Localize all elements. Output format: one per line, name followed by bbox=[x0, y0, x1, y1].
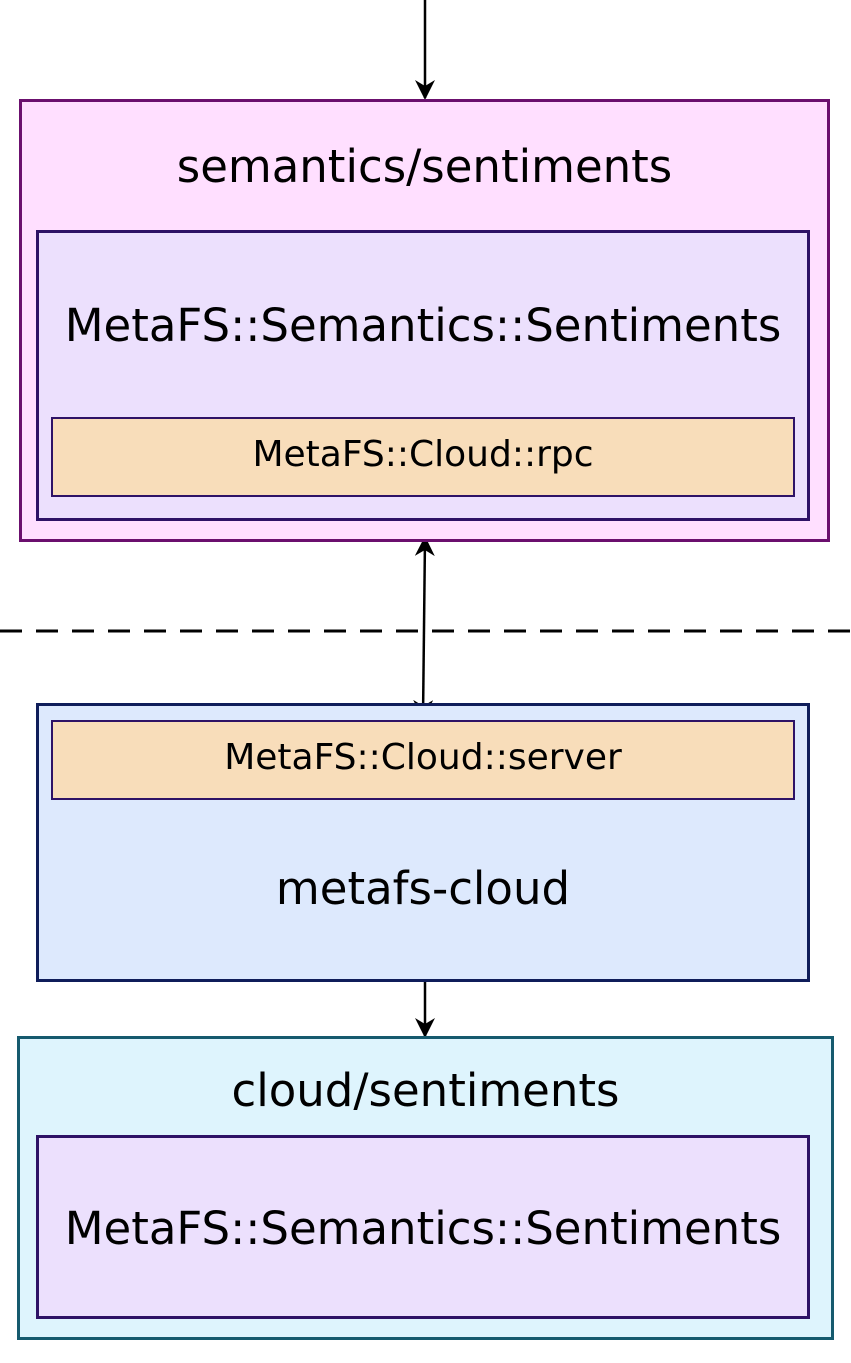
metafs-cloud-title: metafs-cloud bbox=[275, 862, 571, 915]
semantics-class-title: MetaFS::Semantics::Sentiments bbox=[64, 299, 782, 352]
cloud-sentiments-title: cloud/sentiments bbox=[231, 1064, 620, 1117]
cloud-rpc-label: MetaFS::Cloud::rpc bbox=[252, 434, 594, 475]
semantics-sentiments-title: semantics/sentiments bbox=[176, 140, 673, 193]
cloud-rpc-box: MetaFS::Cloud::rpc bbox=[51, 417, 795, 497]
cloud-server-box: MetaFS::Cloud::server bbox=[51, 720, 795, 800]
cloud-server-label: MetaFS::Cloud::server bbox=[224, 737, 622, 778]
cloud-semantics-class-box: MetaFS::Semantics::Sentiments bbox=[36, 1135, 810, 1319]
rpc-server-bidirectional-arrow bbox=[413, 536, 435, 720]
cloud-semantics-class-title: MetaFS::Semantics::Sentiments bbox=[64, 1202, 782, 1255]
